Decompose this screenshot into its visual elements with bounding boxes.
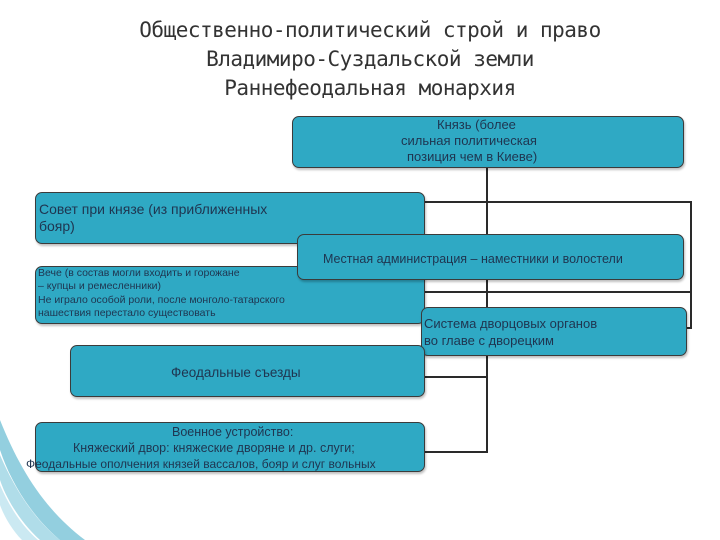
node-prince: Князь (более сильная политическая позици… <box>292 116 684 168</box>
connector-to-military <box>423 451 488 453</box>
node-local-administration: Местная администрация – наместники и вол… <box>297 234 684 280</box>
node-feudal-congresses-label: Феодальные съезды <box>171 365 301 380</box>
node-palace-system-line-2: во главе с дворецким <box>424 333 554 348</box>
node-military-line-3: Феодальные ополчения князей вассалов, бо… <box>26 457 376 471</box>
connector-to-congresses <box>423 376 488 378</box>
node-veche-line-1: Вече (в состав могли входить и горожане <box>38 267 240 279</box>
title-line-3: Раннефеодальная монархия <box>224 76 516 100</box>
node-veche-line-4: нашествия перестало существовать <box>38 307 216 319</box>
node-military-line-2: Княжеский двор: княжеские дворяне и др. … <box>73 441 355 455</box>
title-line-2: Владимиро-Суздальской земли <box>206 47 534 71</box>
node-feudal-congresses: Феодальные съезды <box>70 345 425 397</box>
connector-to-council <box>425 201 692 203</box>
node-council-line-1: Совет при князе (из приближенных <box>39 201 268 217</box>
node-palace-system: Система дворцовых органов во главе с дво… <box>421 307 687 356</box>
node-palace-system-line-1: Система дворцовых органов <box>424 316 598 331</box>
node-prince-line-3: позиция чем в Киеве) <box>407 149 538 164</box>
node-prince-line-1: Князь (более <box>437 117 516 132</box>
connector-to-veche <box>425 291 692 293</box>
node-local-administration-label: Местная администрация – наместники и вол… <box>323 252 623 266</box>
node-military-line-1: Военное устройство: <box>172 425 294 439</box>
node-council-line-2: бояр) <box>39 218 75 234</box>
node-military: Военное устройство: Княжеский двор: княж… <box>26 422 425 472</box>
page-title: Общественно-политический строй и право В… <box>60 16 680 103</box>
title-line-1: Общественно-политический строй и право <box>139 18 601 42</box>
connector-to-palace <box>685 327 692 329</box>
node-prince-line-2: сильная политическая <box>401 133 537 148</box>
connector-right-bracket <box>690 201 692 328</box>
node-veche-line-2: – купцы и ремесленники) <box>38 280 162 292</box>
node-veche-line-3: Не играло особой роли, после монголо-тат… <box>38 294 285 306</box>
corner-decoration <box>0 420 85 540</box>
